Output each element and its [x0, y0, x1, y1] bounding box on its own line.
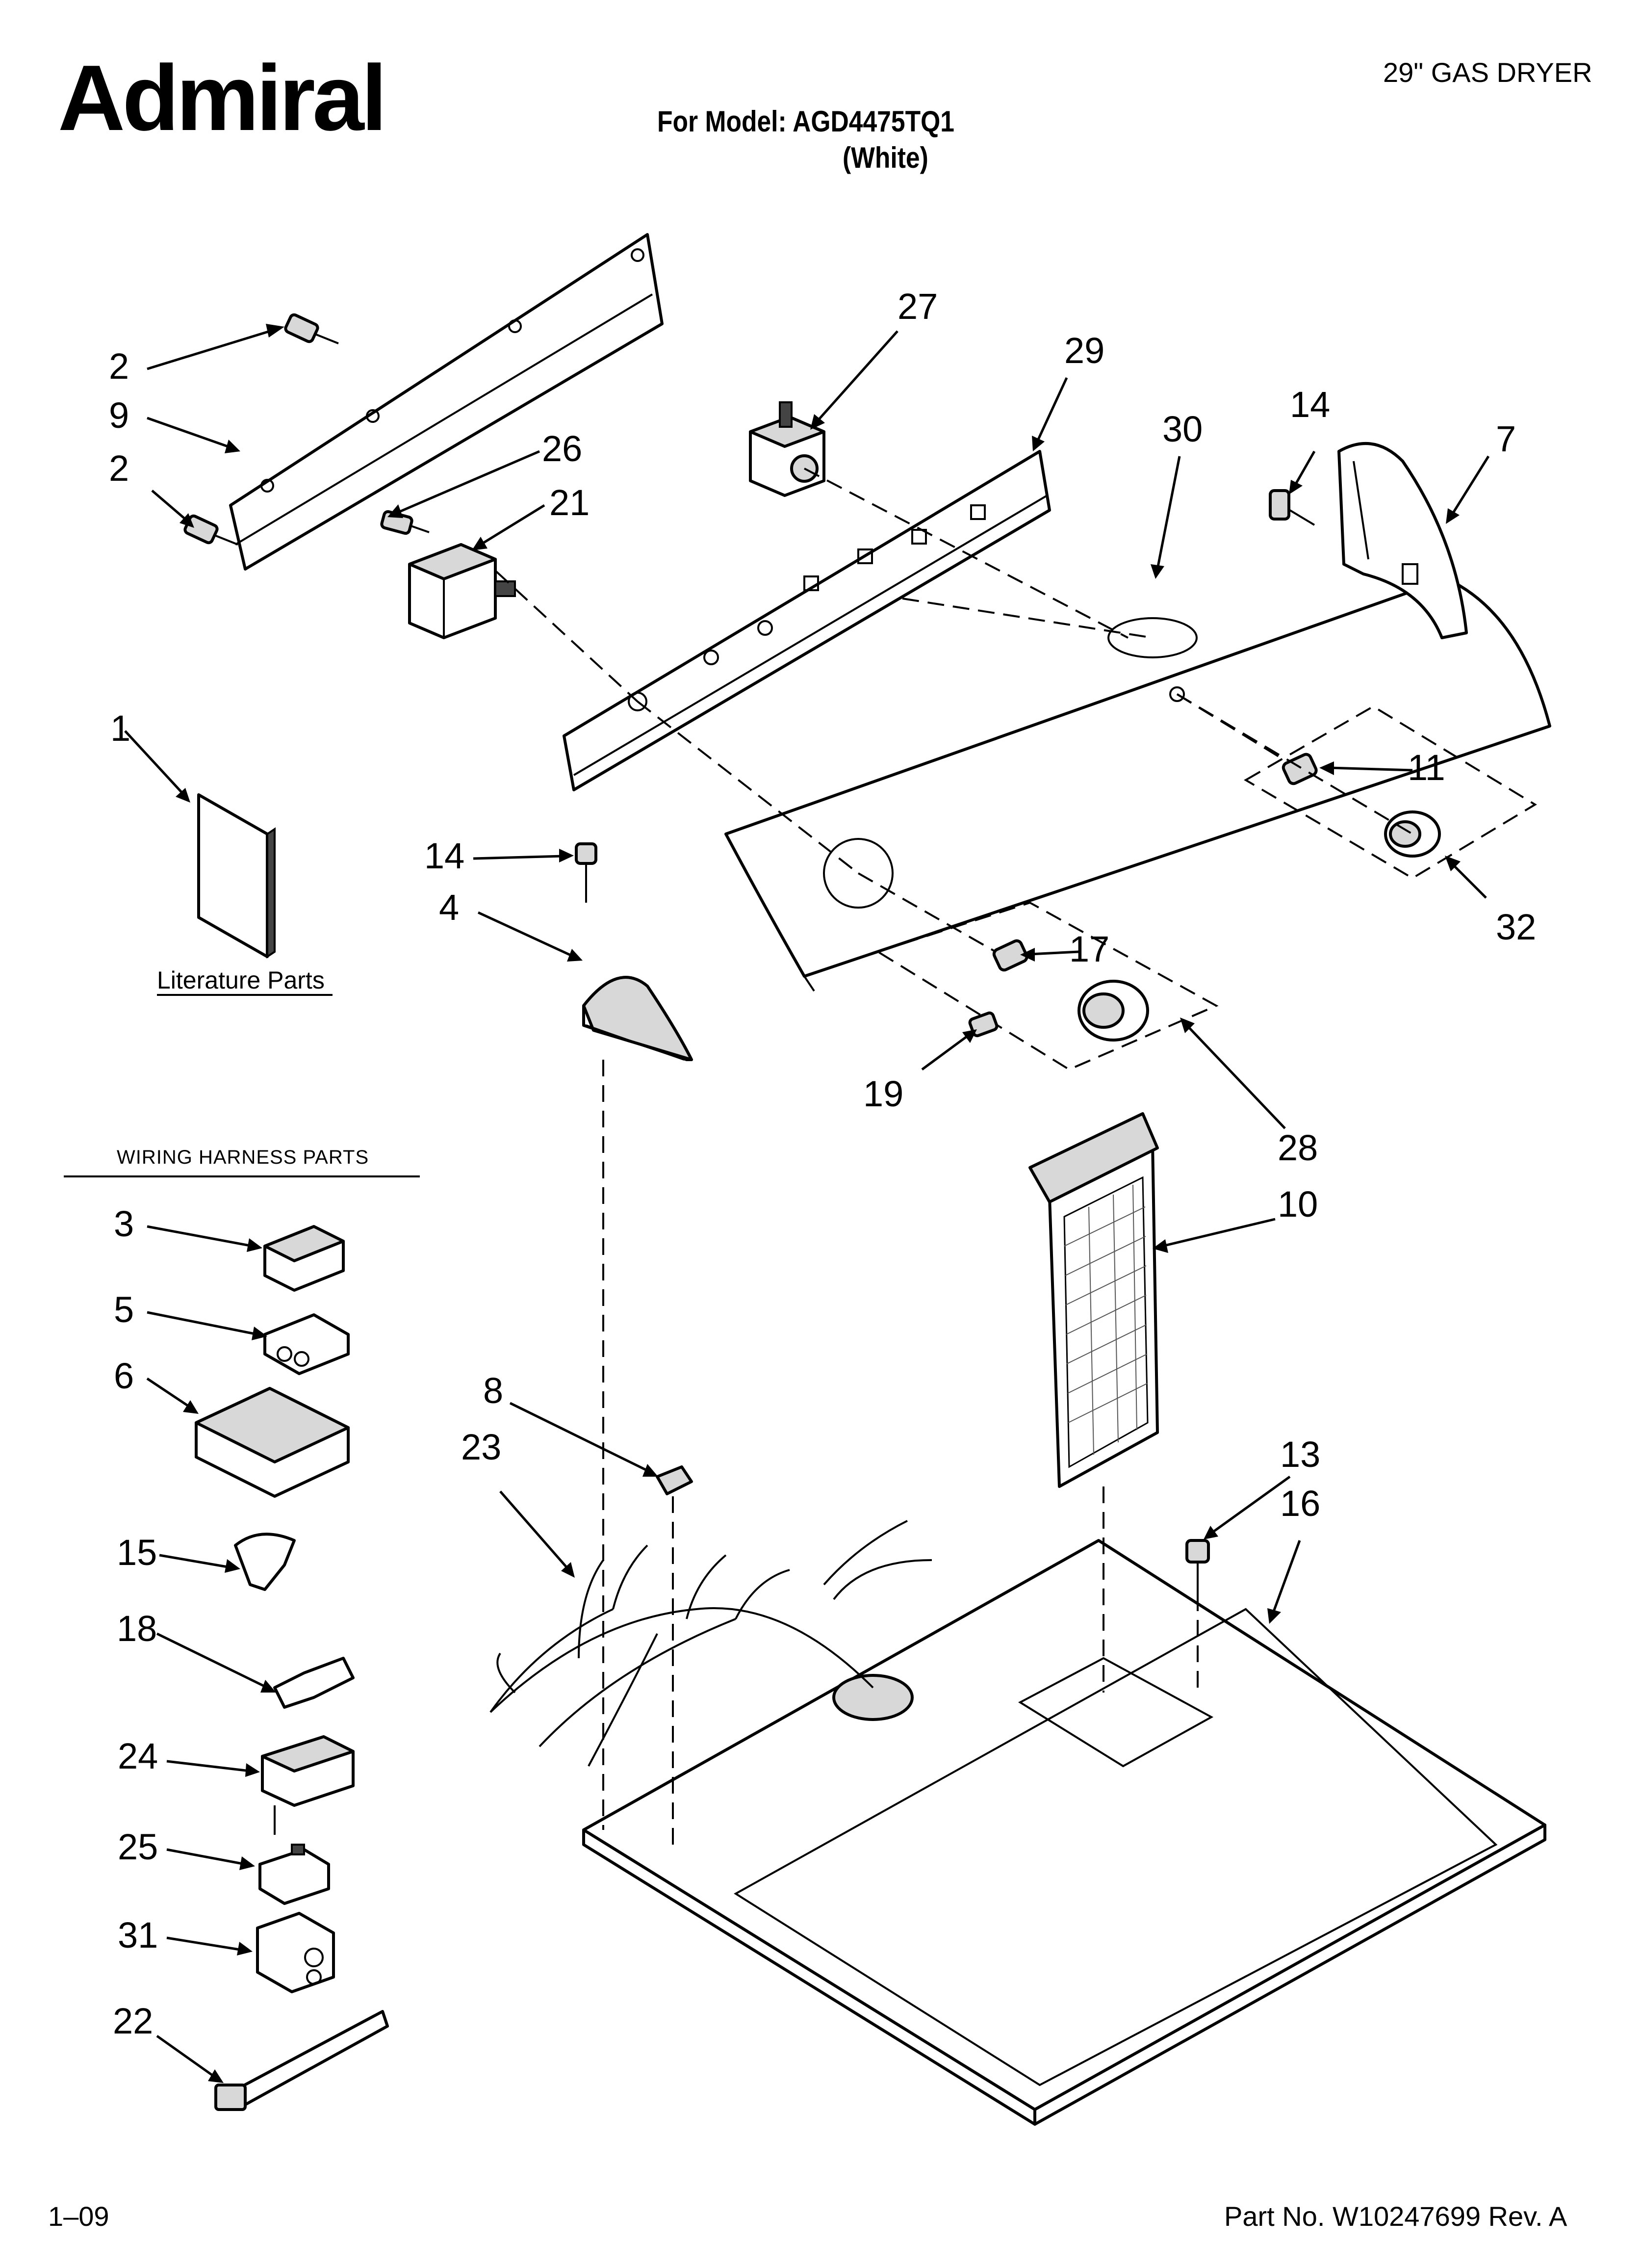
callout-3: 3 — [114, 1203, 134, 1244]
connector-3 — [263, 1225, 345, 1292]
knob-screw — [968, 1011, 999, 1038]
callout-27: 27 — [898, 286, 938, 327]
timer-part — [408, 543, 516, 639]
leader-arrows — [124, 324, 1490, 2083]
callout-11: 11 — [1408, 747, 1445, 788]
assembly-lines — [495, 468, 1413, 1845]
switch-part — [749, 401, 825, 497]
connector-24 — [261, 1735, 355, 1835]
console-part — [724, 577, 1551, 992]
callout-29: 29 — [1064, 330, 1104, 371]
callout-2-top: 2 — [109, 346, 129, 387]
callout-22: 22 — [113, 2001, 153, 2041]
brand-logo: Admiral — [58, 46, 387, 150]
callout-5: 5 — [114, 1289, 134, 1330]
callout-14-left: 14 — [424, 835, 464, 876]
end-cap-right-screw — [1269, 489, 1315, 526]
callout-19: 19 — [863, 1073, 903, 1114]
callout-10: 10 — [1278, 1184, 1318, 1225]
model-number: For Model: AGD4475TQ1 — [657, 105, 954, 138]
callout-4: 4 — [439, 887, 459, 928]
top-panel-part — [582, 1539, 1546, 2126]
date-code: 1–09 — [48, 2201, 109, 2232]
end-cap-right-part — [1337, 442, 1468, 639]
callout-30: 30 — [1162, 409, 1203, 449]
callout-13: 13 — [1280, 1434, 1320, 1475]
knob-group-left — [875, 901, 1219, 1071]
callout-16: 16 — [1280, 1483, 1320, 1524]
callout-17: 17 — [1069, 929, 1109, 969]
callout-numbers: 2 9 2 26 21 27 29 30 14 7 11 32 1 14 4 1… — [109, 286, 1536, 2041]
literature-caption: Literature Parts — [157, 966, 325, 994]
literature-part — [197, 793, 276, 959]
bracket-screw-bottom — [183, 514, 238, 546]
end-cap-left-screw — [575, 842, 597, 903]
callout-7: 7 — [1496, 418, 1516, 459]
bracket-screw-top — [284, 313, 339, 344]
callout-23: 23 — [461, 1427, 501, 1467]
callout-15: 15 — [117, 1532, 157, 1573]
connector-15 — [234, 1533, 296, 1591]
callout-6: 6 — [114, 1356, 134, 1396]
harness-clip-8 — [656, 1465, 693, 1495]
top-panel-screw — [1185, 1539, 1210, 1594]
callout-8: 8 — [483, 1370, 503, 1411]
callout-32: 32 — [1496, 907, 1536, 947]
connector-5 — [263, 1313, 350, 1375]
callout-9: 9 — [109, 395, 129, 436]
connector-25 — [258, 1844, 330, 1905]
lint-screen-part — [1028, 1112, 1159, 1488]
connector-31 — [256, 1912, 335, 1993]
part-number: Part No. W10247699 Rev. A — [1224, 2201, 1567, 2232]
callout-21: 21 — [549, 482, 590, 523]
end-cap-left-part — [582, 976, 693, 1061]
callout-31: 31 — [118, 1915, 158, 1955]
control-bracket-part — [563, 450, 1051, 791]
callout-25: 25 — [118, 1826, 158, 1867]
cable-tie-22 — [214, 2010, 389, 2111]
callout-18: 18 — [117, 1608, 157, 1649]
callout-26: 26 — [542, 428, 582, 469]
color-variant: (White) — [843, 141, 928, 174]
connector-6 — [195, 1387, 350, 1498]
callout-28: 28 — [1278, 1127, 1318, 1168]
callout-24: 24 — [118, 1736, 158, 1776]
callout-1: 1 — [110, 708, 130, 749]
wiring-harness-part — [489, 1520, 932, 1767]
timer-screw — [380, 510, 430, 535]
wiring-heading: WIRING HARNESS PARTS — [117, 1147, 369, 1168]
product-type: 29" GAS DRYER — [1383, 57, 1592, 88]
callout-14-right: 14 — [1290, 384, 1330, 425]
callout-2-bottom: 2 — [109, 448, 129, 489]
rear-bracket-part — [229, 233, 664, 571]
terminal-18 — [273, 1657, 355, 1709]
